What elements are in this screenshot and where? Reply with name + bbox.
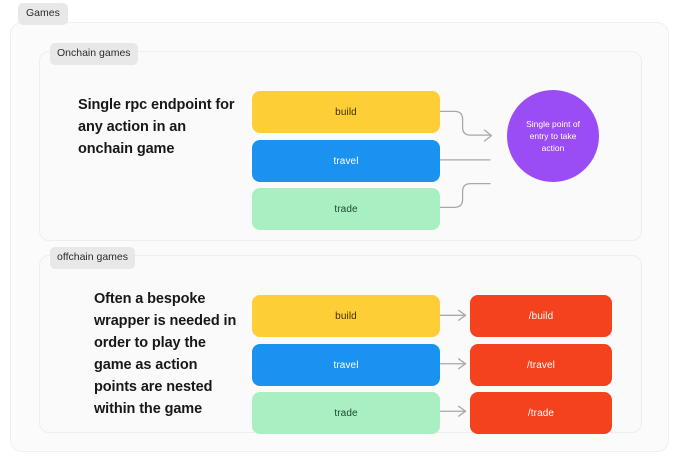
- offchain-endpoint-travel[interactable]: /travel: [470, 344, 612, 386]
- onchain-action-build[interactable]: build: [252, 91, 440, 133]
- offchain-action-trade-label: trade: [334, 407, 358, 419]
- onchain-action-trade[interactable]: trade: [252, 188, 440, 230]
- page-tag-games: Games: [18, 3, 68, 25]
- offchain-action-build[interactable]: build: [252, 295, 440, 337]
- offchain-action-trade[interactable]: trade: [252, 392, 440, 434]
- onchain-action-travel-label: travel: [333, 155, 359, 167]
- diagram-card: Onchain games Single rpc endpoint for an…: [10, 22, 669, 452]
- offchain-blurb: Often a bespoke wrapper is needed in ord…: [94, 291, 237, 418]
- onchain-hub-label: Single point of entry to take action: [526, 118, 580, 154]
- offchain-action-travel-label: travel: [333, 359, 359, 371]
- section-onchain-games: Onchain games Single rpc endpoint for an…: [39, 43, 642, 241]
- onchain-blurb: Single rpc endpoint for any action in an…: [78, 97, 235, 158]
- section-tag-offchain-games: offchain games: [50, 247, 136, 269]
- onchain-action-trade-label: trade: [334, 203, 358, 215]
- onchain-action-build-label: build: [335, 106, 357, 118]
- offchain-endpoint-build-label: /build: [528, 310, 554, 322]
- offchain-endpoint-trade[interactable]: /trade: [470, 392, 612, 434]
- offchain-endpoint-build[interactable]: /build: [470, 295, 612, 337]
- offchain-action-build-label: build: [335, 310, 357, 322]
- section-tag-onchain-games: Onchain games: [50, 43, 138, 65]
- offchain-action-travel[interactable]: travel: [252, 344, 440, 386]
- onchain-hub-circle[interactable]: Single point of entry to take action: [507, 90, 599, 182]
- offchain-endpoint-trade-label: /trade: [527, 407, 555, 419]
- offchain-endpoint-travel-label: /travel: [527, 359, 555, 371]
- onchain-action-travel[interactable]: travel: [252, 140, 440, 182]
- section-offchain-games: offchain games Often a bespoke wrapper i…: [39, 247, 642, 434]
